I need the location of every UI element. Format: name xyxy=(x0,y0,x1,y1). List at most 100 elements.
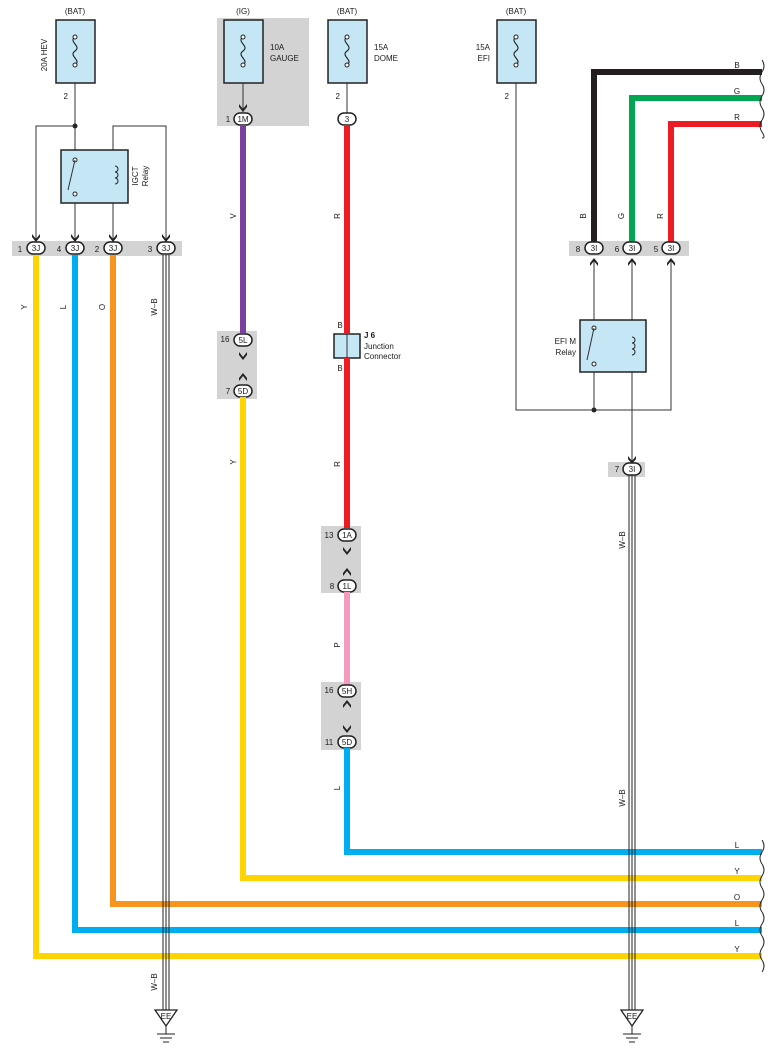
fuse-hev xyxy=(55,19,96,84)
igct-relay-label-2: Relay xyxy=(141,166,150,186)
svg-text:3: 3 xyxy=(345,115,350,124)
junction-bottom-wire-label: B xyxy=(337,364,342,373)
connector-5l: 16 5L xyxy=(221,333,253,347)
wire-right-wb xyxy=(628,475,636,1010)
bus-label-l1: L xyxy=(735,841,740,850)
svg-text:7: 7 xyxy=(226,387,231,396)
svg-text:EE: EE xyxy=(161,1012,172,1021)
fuse-efi-label-2: EFI xyxy=(478,54,490,63)
fuse-efi-source: (BAT) xyxy=(506,7,527,16)
left-wire-label-o: O xyxy=(98,304,107,310)
svg-text:3J: 3J xyxy=(162,244,170,253)
fuse-gauge-source: (IG) xyxy=(236,7,250,16)
continuation-break-marks xyxy=(759,59,765,973)
connector-5d-gauge: 7 5D xyxy=(226,384,253,398)
dome-wire-label-p: P xyxy=(333,642,342,647)
svg-text:3I: 3I xyxy=(668,244,675,253)
fuse-dome-source: (BAT) xyxy=(337,7,358,16)
fuse-dome-label-2: DOME xyxy=(374,54,398,63)
top-wire-label-g: G xyxy=(734,87,740,96)
connector-1l: 8 1L xyxy=(330,579,357,593)
svg-text:3I: 3I xyxy=(591,244,598,253)
connector-row-3j-bar xyxy=(12,241,182,256)
wire-left-wb xyxy=(162,255,170,1010)
left-wire-label-y: Y xyxy=(20,304,29,310)
svg-text:3I: 3I xyxy=(629,465,636,474)
right-wire-label-wb2: W–B xyxy=(618,789,627,806)
connector-3j-1: 1 3J xyxy=(18,241,46,255)
dome-wire-label-r2: R xyxy=(333,461,342,467)
connector-5d-dome: 11 5D xyxy=(325,735,357,749)
fuse-dome xyxy=(327,19,368,84)
svg-text:1A: 1A xyxy=(342,531,352,540)
efi-wire-label-b: B xyxy=(579,213,588,218)
fuse-gauge-label-1: 10A xyxy=(270,43,285,52)
gauge-wire-label-v: V xyxy=(229,213,238,219)
svg-text:3J: 3J xyxy=(71,244,79,253)
svg-text:7: 7 xyxy=(615,465,620,474)
igct-relay-label-1: IGCT xyxy=(131,166,140,185)
bus-label-y1: Y xyxy=(734,867,740,876)
connector-3j-3: 3 3J xyxy=(148,241,176,255)
svg-text:13: 13 xyxy=(325,531,334,540)
right-wire-label-wb1: W–B xyxy=(618,531,627,548)
connector-1a: 13 1A xyxy=(325,528,357,542)
svg-text:1M: 1M xyxy=(237,115,248,124)
junction-top-wire-label: B xyxy=(337,321,342,330)
left-wire-label-wb: W–B xyxy=(150,298,159,315)
svg-text:1: 1 xyxy=(226,115,231,124)
fuse-efi xyxy=(496,19,537,84)
svg-text:5: 5 xyxy=(654,245,659,254)
wire-efi-black xyxy=(591,69,762,242)
igct-relay xyxy=(60,149,129,204)
svg-text:EE: EE xyxy=(627,1012,638,1021)
junction-label-2: Connector xyxy=(364,352,401,361)
dome-wire-label-l: L xyxy=(333,785,342,790)
svg-text:5D: 5D xyxy=(342,738,352,747)
svg-text:11: 11 xyxy=(325,738,334,747)
efi-wire-label-g: G xyxy=(617,213,626,219)
svg-text:1L: 1L xyxy=(343,582,352,591)
left-wire-label-wb-bottom: W–B xyxy=(150,973,159,990)
junction-label-1: Junction xyxy=(364,342,394,351)
bus-label-l2: L xyxy=(735,919,740,928)
efi-relay-label-1: EFI M xyxy=(555,337,577,346)
svg-text:3J: 3J xyxy=(109,244,117,253)
fuse-hev-label: 20A HEV xyxy=(40,38,49,71)
connector-3i-out: 7 3I xyxy=(615,462,642,476)
svg-text:3: 3 xyxy=(148,245,153,254)
connector-3i-6: 6 3I xyxy=(615,241,642,255)
svg-text:5D: 5D xyxy=(238,387,248,396)
connector-3i-8: 8 3I xyxy=(576,241,604,255)
wire-efi-red xyxy=(668,121,762,242)
connector-5h: 16 5H xyxy=(325,684,357,698)
gauge-wire-label-y: Y xyxy=(229,459,238,465)
wire-gauge-yellow xyxy=(240,397,762,881)
top-wire-label-b: B xyxy=(734,61,739,70)
fuse-hev-pin: 2 xyxy=(64,92,69,101)
wire-left-yellow xyxy=(33,255,762,959)
fuse-gauge xyxy=(223,19,264,84)
bus-label-o: O xyxy=(734,893,740,902)
fuse-efi-label-1: 15A xyxy=(476,43,491,52)
bus-label-y2: Y xyxy=(734,945,740,954)
svg-text:1: 1 xyxy=(18,245,23,254)
svg-text:6: 6 xyxy=(615,245,620,254)
fuse-hev-source: (BAT) xyxy=(65,7,86,16)
dome-wire-label-r1: R xyxy=(333,213,342,219)
svg-text:3I: 3I xyxy=(629,244,636,253)
connector-3: 3 xyxy=(337,112,357,126)
svg-text:2: 2 xyxy=(95,245,100,254)
connector-3i-5: 5 3I xyxy=(654,241,681,255)
wire-left-orange xyxy=(110,255,762,907)
fuse-efi-pin: 2 xyxy=(505,92,510,101)
svg-text:16: 16 xyxy=(325,686,334,695)
junction-name: J 6 xyxy=(364,331,376,340)
connector-1m: 1 1M xyxy=(226,112,253,126)
top-wire-label-r: R xyxy=(734,113,740,122)
connector-3j-4: 4 3J xyxy=(57,241,85,255)
svg-text:8: 8 xyxy=(330,582,335,591)
wire-dome-blue xyxy=(344,748,762,855)
wire-left-blue xyxy=(72,255,762,933)
